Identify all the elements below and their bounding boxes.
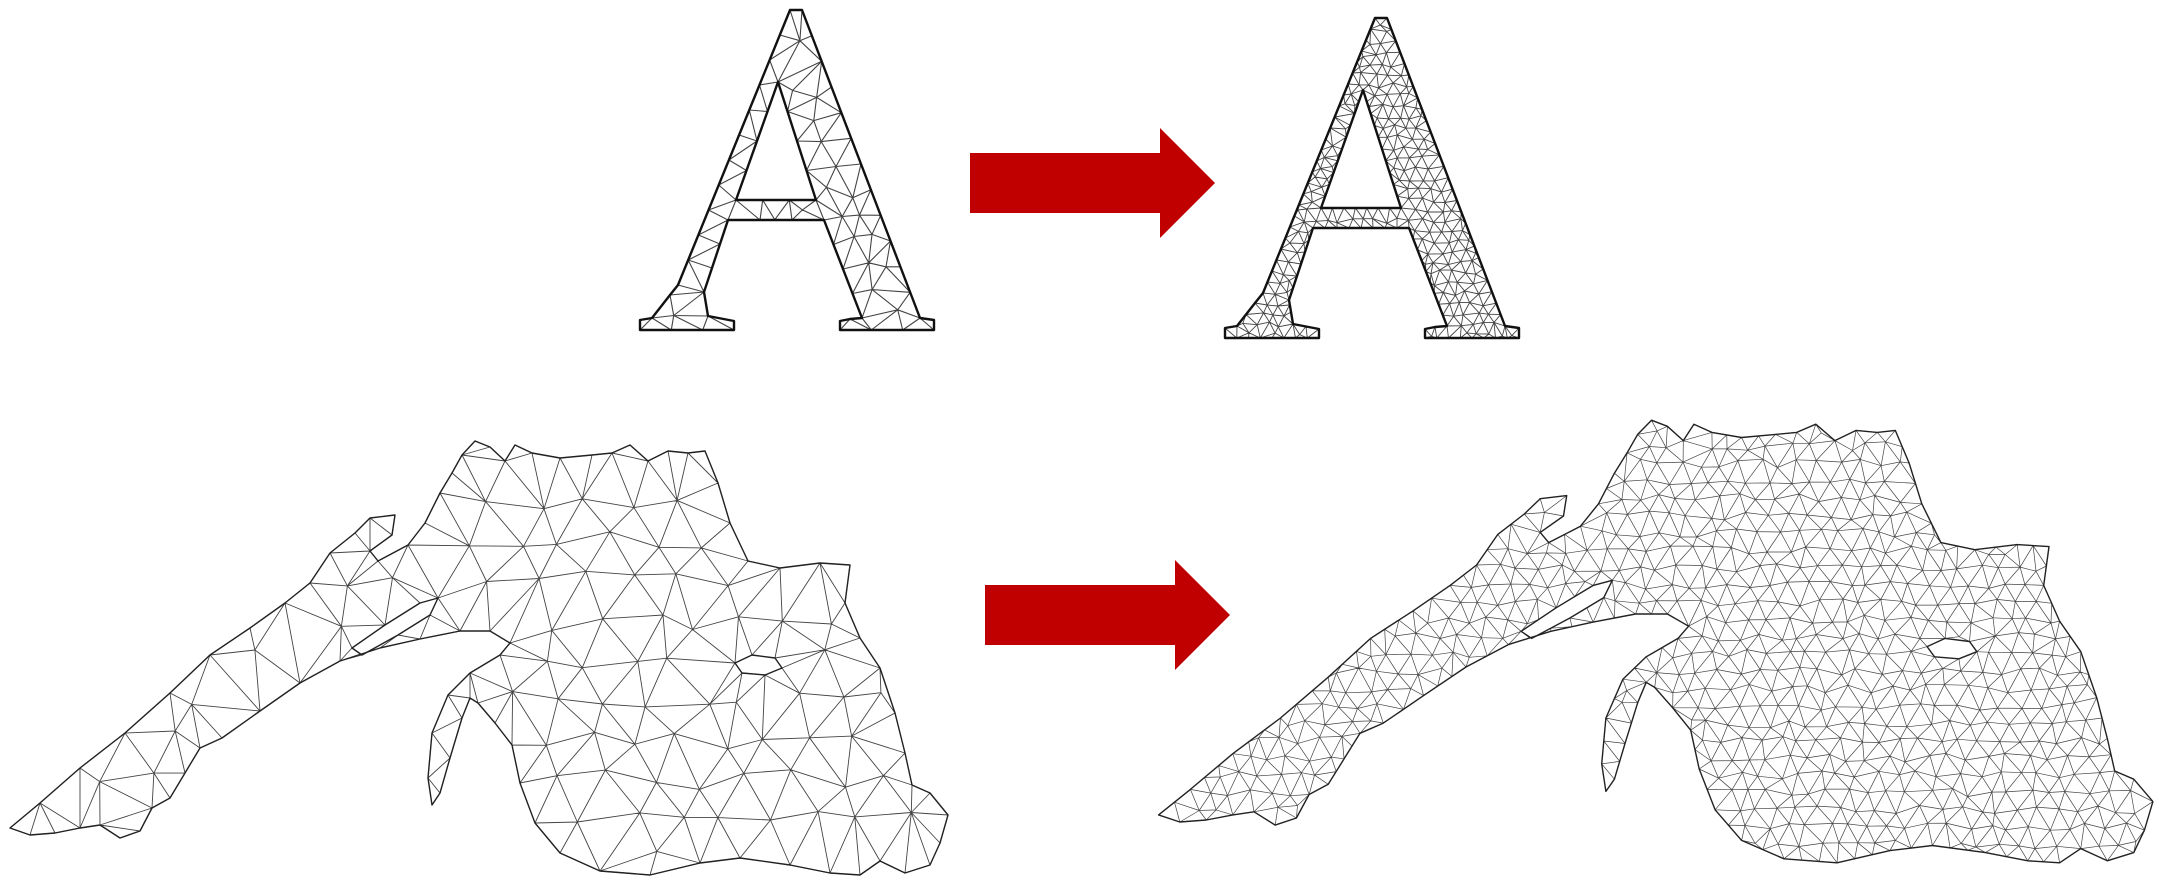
letter-a-fine-mesh-graphic [1223, 16, 1521, 340]
lake-coarse-mesh-graphic [9, 440, 949, 876]
mesh-boundary [1157, 419, 2154, 864]
mesh-boundary [9, 440, 949, 876]
lake-fine-mesh [1140, 410, 2174, 880]
arrow-bottom [985, 560, 1245, 670]
letter-a-fine-mesh [1215, 0, 1575, 355]
right-arrow-icon-shape [970, 128, 1215, 238]
lake-coarse-mesh [0, 425, 960, 880]
mesh-boundary [638, 8, 936, 332]
boundary-outline [1157, 419, 2154, 864]
boundary-outline [1319, 88, 1403, 210]
boundary-outline [9, 440, 949, 876]
boundary-outline [734, 80, 818, 202]
mesh-boundary [1223, 16, 1521, 340]
boundary-outline [1926, 637, 1978, 660]
arrow-top [970, 128, 1230, 238]
boundary-outline [1520, 579, 1613, 640]
lake-fine-mesh-graphic [1157, 419, 2154, 864]
right-arrow-icon [970, 128, 1215, 238]
mesh-triangles [1224, 17, 1520, 339]
boundary-outline [734, 654, 783, 676]
boundary-outline [351, 597, 439, 656]
boundary-outline [1223, 16, 1521, 340]
right-arrow-icon [985, 560, 1230, 670]
mesh-triangles [639, 9, 935, 331]
boundary-outline [638, 8, 936, 332]
letter-a-coarse-mesh [630, 0, 990, 355]
right-arrow-icon-shape [985, 560, 1230, 670]
letter-a-coarse-mesh-graphic [638, 8, 936, 332]
